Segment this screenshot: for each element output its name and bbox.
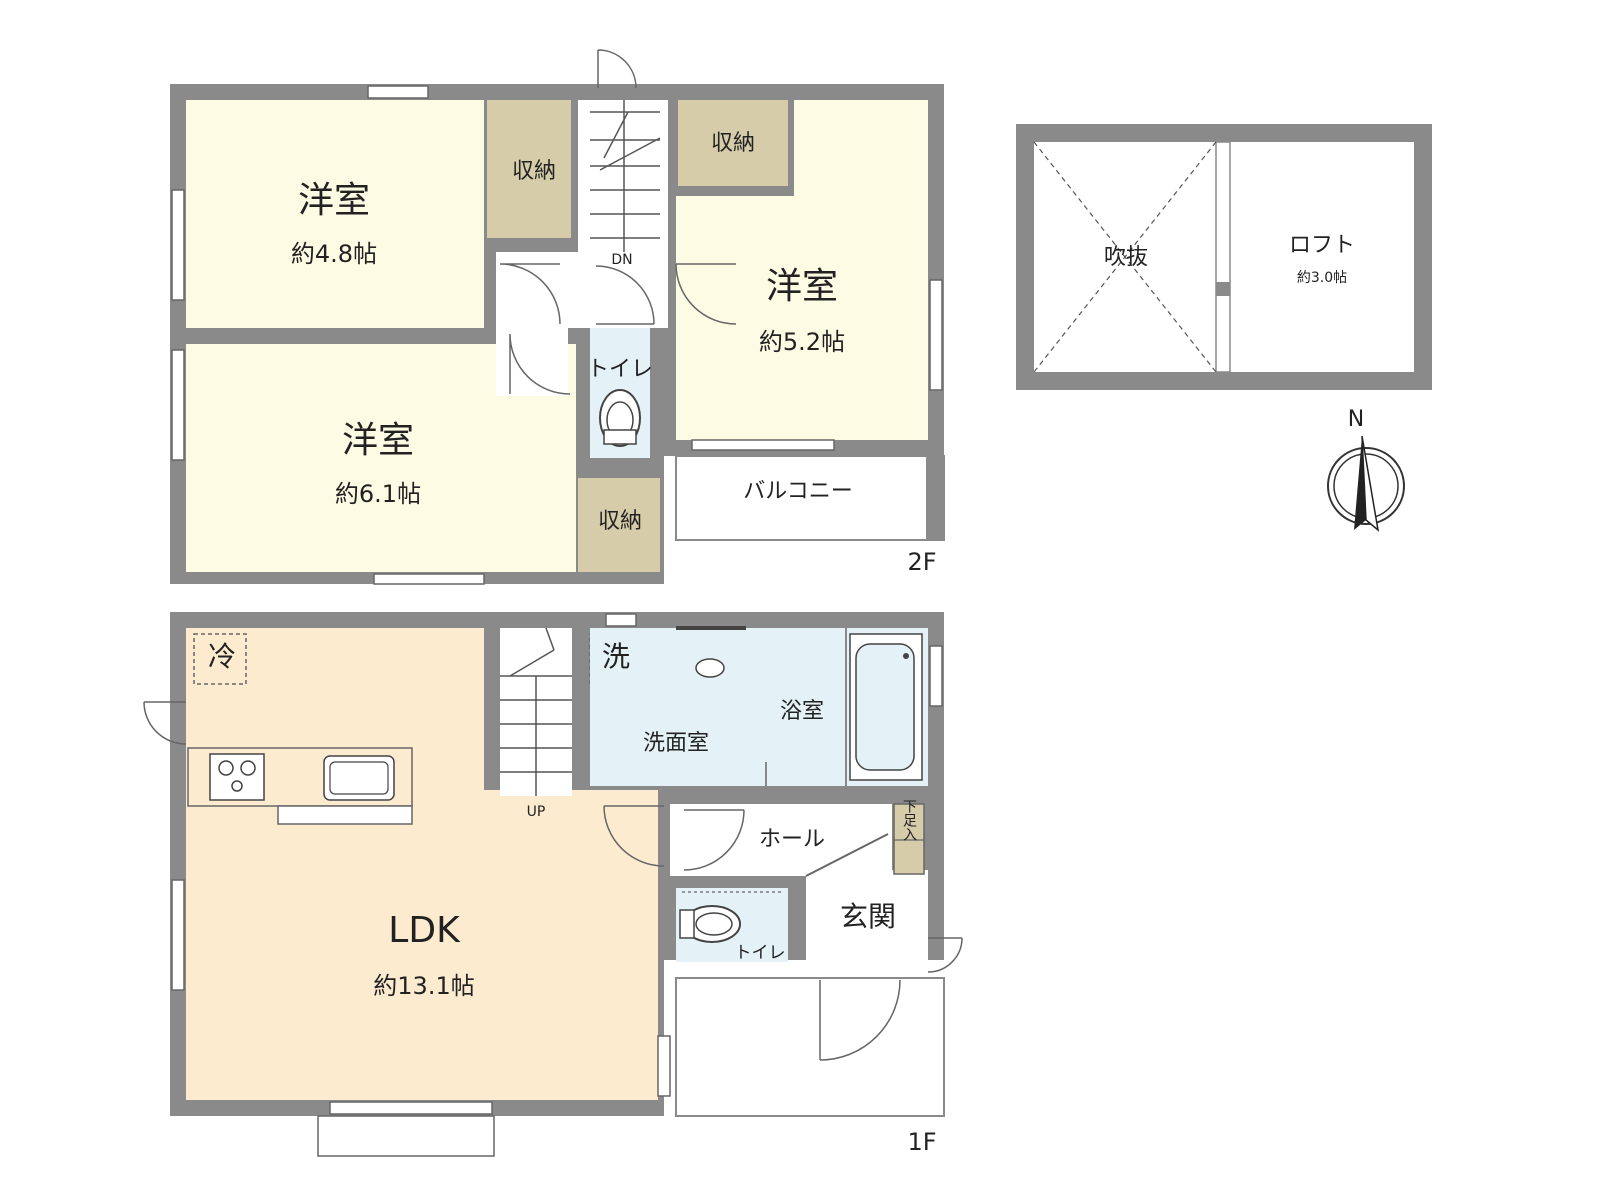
bedroom-e-lower [676, 196, 928, 440]
kitchen-bar [277, 805, 413, 825]
storage-3-label: 収納 [598, 509, 642, 534]
doors-1f [143, 701, 963, 1061]
balcony-label: バルコニー [743, 479, 853, 504]
hallway-2f-lower [496, 322, 568, 396]
vanity-icon [695, 658, 725, 678]
loft-plan: 吹抜 ロフト 約3.0帖 [1016, 124, 1432, 390]
deck [317, 1115, 495, 1157]
void-label: 吹抜 [1104, 245, 1148, 270]
stairs-dn-label: DN [611, 252, 632, 268]
stove-icon [209, 753, 265, 801]
washer-label: 洗 [602, 640, 630, 673]
doors-2f [499, 49, 737, 395]
toilet-1f-label: トイレ [735, 943, 786, 963]
room-nw-size: 約4.8帖 [291, 240, 377, 268]
room-e-size: 約5.2帖 [759, 328, 845, 356]
stairs-1f [500, 627, 572, 796]
room-sw-size: 約6.1帖 [335, 480, 421, 508]
entrance-step [805, 833, 889, 877]
room-nw-name: 洋室 [298, 180, 370, 221]
compass-icon: N [1327, 407, 1405, 532]
shoe-storage-label: 下足入 [901, 799, 917, 841]
floor-1-label: 1F [907, 1128, 936, 1156]
floor-2-label: 2F [907, 548, 936, 576]
porch [675, 977, 945, 1117]
ldk-main [186, 790, 658, 1100]
toilet-2f-label: トイレ [587, 357, 653, 382]
floor-2: 洋室 約4.8帖 洋室 約6.1帖 洋室 約5.2帖 収納 収納 収納 トイレ … [170, 49, 945, 585]
bathtub-icon [849, 633, 923, 781]
bedroom-nw [186, 100, 484, 328]
loft-post [1216, 282, 1230, 296]
room-e-name: 洋室 [766, 266, 838, 307]
fridge-label: 冷 [208, 640, 236, 673]
vanity-nook-fill [674, 628, 764, 686]
windows-2f [171, 85, 943, 585]
storage-2-label: 収納 [711, 131, 755, 156]
hall [670, 804, 892, 876]
storage-ne [678, 100, 788, 186]
loft-name: ロフト [1289, 233, 1355, 258]
stairs-2f [590, 100, 661, 252]
compass-north-label: N [1348, 407, 1364, 432]
balcony-rail [926, 456, 944, 540]
stairwell-2f [578, 100, 668, 264]
ldk-name: LDK [388, 910, 461, 951]
entrance [806, 870, 928, 978]
shoe-storage-text: 下足入 [901, 799, 917, 841]
loft-size: 約3.0帖 [1297, 270, 1347, 286]
toilet-fixture-1f [679, 905, 741, 943]
storage-1-label: 収納 [512, 159, 556, 184]
fridge-space [193, 633, 247, 685]
washroom-label: 洗面室 [643, 731, 709, 756]
storage-s [578, 478, 660, 572]
vanity-mirror [676, 626, 746, 630]
sink-icon [323, 755, 395, 801]
entrance-label: 玄関 [840, 900, 896, 933]
stairs-up-label: UP [527, 804, 546, 820]
void-cross [1033, 141, 1217, 373]
hall-label: ホール [759, 827, 825, 852]
room-sw-name: 洋室 [342, 420, 414, 461]
loft-railing [1215, 141, 1231, 373]
storage-nw [487, 100, 571, 238]
toilet-fixture-2f [599, 389, 641, 447]
ldk-size: 約13.1帖 [373, 972, 474, 1000]
loft-area [1230, 142, 1414, 372]
floor-1: 冷 洗 LDK 約13.1帖 洗面室 浴室 ホール 玄関 トイレ 下足入 UP … [143, 612, 963, 1157]
bathroom-label: 浴室 [780, 699, 824, 724]
windows-1f [171, 613, 943, 1115]
shoe-storage [893, 803, 925, 875]
